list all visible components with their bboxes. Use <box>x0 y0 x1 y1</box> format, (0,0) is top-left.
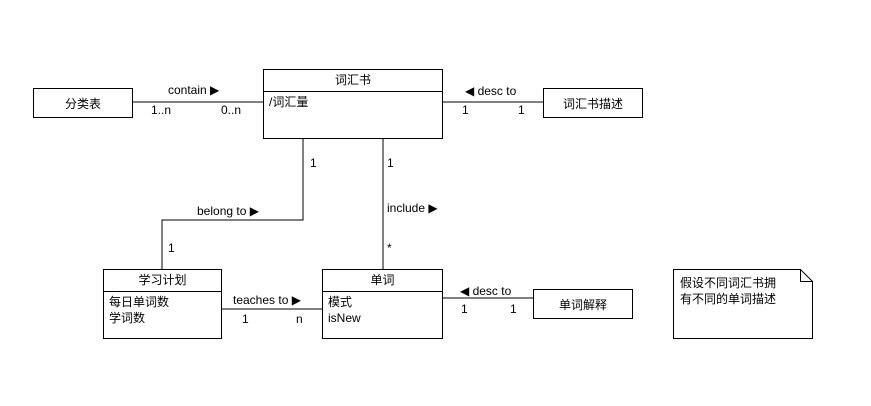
class-word[interactable]: 单词 模式 isNew <box>322 269 443 339</box>
class-word-attr-2: isNew <box>328 311 361 325</box>
class-vocab-book-attr: /词汇量 <box>269 95 309 109</box>
note-line-2: 有不同的单词描述 <box>680 292 777 306</box>
teaches-mult-a: 1 <box>242 312 249 326</box>
desc-book-mult-b: 1 <box>518 103 525 117</box>
contain-mult-b: 0..n <box>221 103 242 117</box>
class-book-desc[interactable]: 词汇书描述 <box>543 88 643 118</box>
class-study-plan[interactable]: 学习计划 每日单词数 学词数 <box>103 269 222 339</box>
class-category-table-name: 分类表 <box>64 96 101 111</box>
note-shape <box>673 269 813 339</box>
teaches-label: teaches to ▶ <box>233 293 301 307</box>
note-fold <box>800 269 813 282</box>
include-mult-b: * <box>387 241 392 255</box>
teaches-mult-b: n <box>296 312 303 326</box>
note-line-1: 假设不同词汇书拥 <box>680 276 777 290</box>
class-word-explain[interactable]: 单词解释 <box>533 289 633 319</box>
contain-label: contain ▶ <box>168 83 220 97</box>
class-book-desc-name: 词汇书描述 <box>562 96 623 111</box>
class-study-plan-attr-1: 每日单词数 <box>109 295 170 309</box>
desc-book-mult-a: 1 <box>462 103 469 117</box>
class-word-attr-1: 模式 <box>328 295 353 309</box>
class-study-plan-attr-2: 学词数 <box>109 311 146 325</box>
class-word-explain-name: 单词解释 <box>558 297 607 312</box>
belong-label: belong to ▶ <box>197 204 259 218</box>
note[interactable]: 假设不同词汇书拥 有不同的单词描述 <box>674 270 812 338</box>
class-study-plan-title: 学习计划 <box>104 270 221 292</box>
belong-line <box>161 139 304 269</box>
desc-word-label: ◀ desc to <box>460 284 512 298</box>
belong-mult-b: 1 <box>168 241 175 255</box>
include-mult-a: 1 <box>387 156 394 170</box>
contain-mult-a: 1..n <box>151 103 172 117</box>
include-label: include ▶ <box>387 201 438 215</box>
class-vocab-book-title: 词汇书 <box>264 70 442 92</box>
belong-mult-a: 1 <box>310 156 317 170</box>
class-category-table[interactable]: 分类表 <box>33 88 133 118</box>
desc-word-mult-b: 1 <box>510 302 517 316</box>
desc-word-mult-a: 1 <box>461 302 468 316</box>
class-word-title: 单词 <box>323 270 442 292</box>
class-vocab-book[interactable]: 词汇书 /词汇量 <box>263 69 443 139</box>
desc-book-label: ◀ desc to <box>465 84 517 98</box>
